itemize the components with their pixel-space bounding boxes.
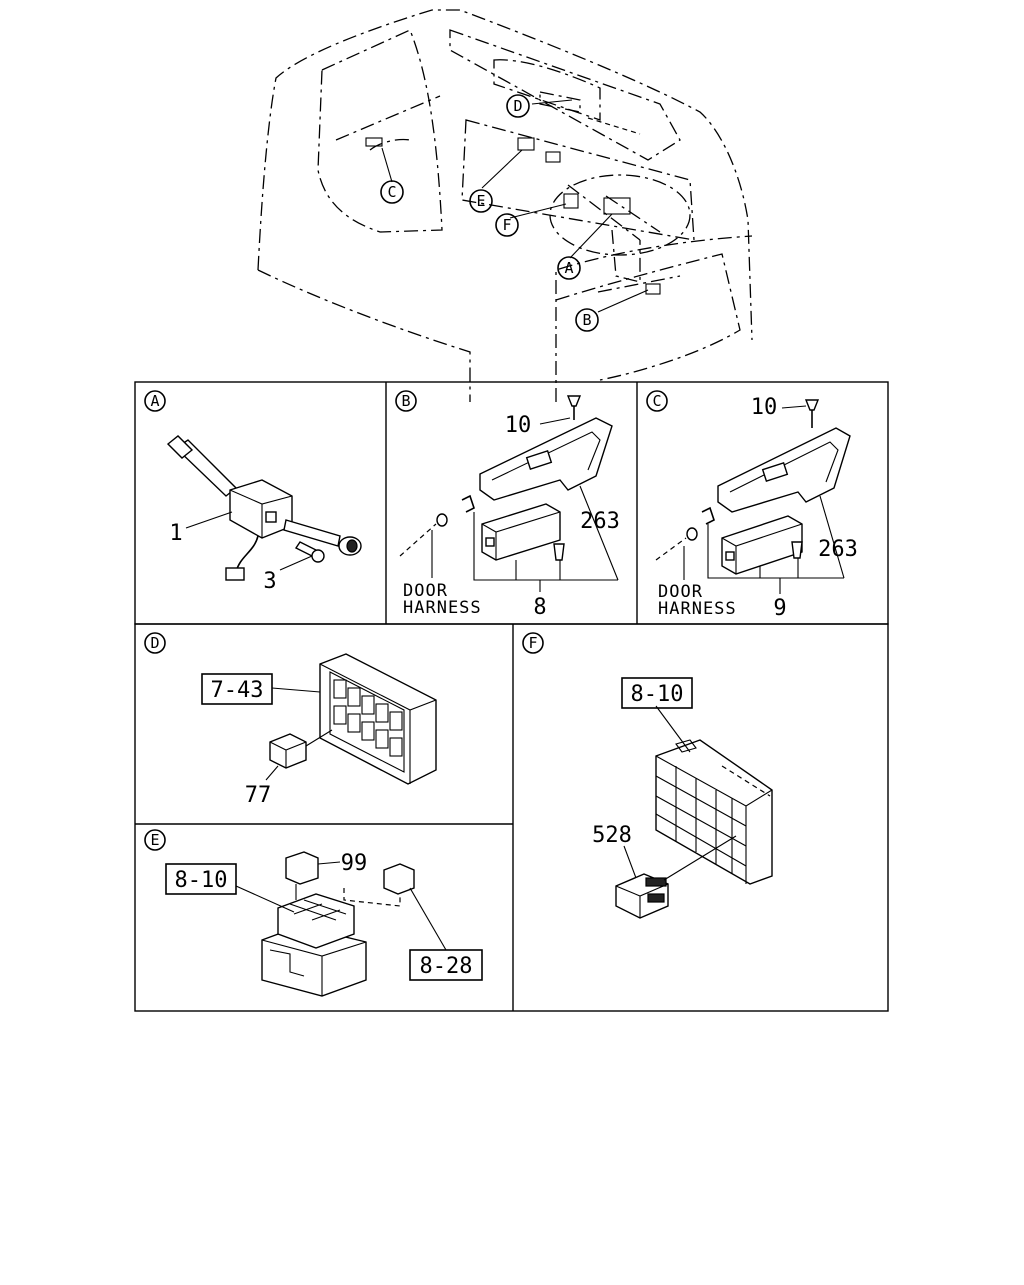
svg-text:E: E [476,192,485,210]
combination-switch [166,435,362,581]
panel-c-letter: C [652,392,661,410]
ref-box-7-43 [201,673,273,705]
panel-f-letter: F [528,634,537,652]
panel-b-badge [395,390,417,412]
svg-text:F: F [502,216,511,234]
panel-d-letter: D [150,634,159,652]
label-ref-8-10-f: 8-10 [631,682,684,707]
panel-a-letter: A [150,392,159,410]
callout-e: E [469,189,493,213]
label-door: DOOR [403,581,448,601]
label-ref-8-28: 8-28 [420,954,473,979]
label-bracket-263-c: 263 [818,537,858,562]
fuse-block [269,653,437,785]
label-bracket-263: 263 [580,509,620,534]
callout-c: C [380,180,404,204]
label-part-528: 528 [592,823,632,848]
panel-f-badge [522,632,544,654]
junction-block [615,739,773,919]
ref-box-8-28 [409,949,483,981]
panel-d-badge [144,632,166,654]
label-part-99: 99 [341,851,368,876]
panel-grid [134,381,889,1012]
callout-a: A [557,256,581,280]
cabin-overview: D C E F A B [257,9,753,402]
svg-text:A: A [564,259,573,277]
label-part-77: 77 [245,783,272,808]
panel-d: D 7-43 77 [144,632,437,808]
label-harness: HARNESS [403,598,482,618]
label-screw-10-c: 10 [751,395,778,420]
panel-c: C 10 263 9 DOOR HARNESS [646,390,858,621]
panel-c-badge [646,390,668,412]
panel-f: F 8-10 528 [522,632,773,919]
label-part-1: 1 [169,521,182,546]
label-harness-c: HARNESS [658,599,737,619]
panel-a: A 1 3 [144,390,362,594]
window-switch-assembly-c [655,399,851,575]
label-screw-10: 10 [505,413,532,438]
label-ref-8-10-e: 8-10 [175,868,228,893]
label-ref-7-43: 7-43 [211,678,264,703]
panel-a-badge [144,390,166,412]
relay-block [261,851,415,997]
panel-e: E 99 8-10 8-28 [144,829,483,997]
panel-b-letter: B [401,392,410,410]
svg-text:D: D [513,97,522,115]
label-switch-8: 8 [533,595,546,620]
callout-d: D [506,94,530,118]
svg-text:C: C [387,183,396,201]
callout-b: B [575,308,599,332]
svg-text:B: B [582,311,591,329]
panel-e-badge [144,829,166,851]
label-switch-9: 9 [773,596,786,621]
panel-e-letter: E [150,831,159,849]
window-switch-assembly [399,395,613,561]
ref-box-8-10-f [621,677,693,709]
label-door-c: DOOR [658,582,703,602]
ref-box-8-10-e [165,863,237,895]
label-part-3: 3 [263,569,276,594]
callout-f: F [495,213,519,237]
panel-b: B 10 263 8 [395,390,620,620]
